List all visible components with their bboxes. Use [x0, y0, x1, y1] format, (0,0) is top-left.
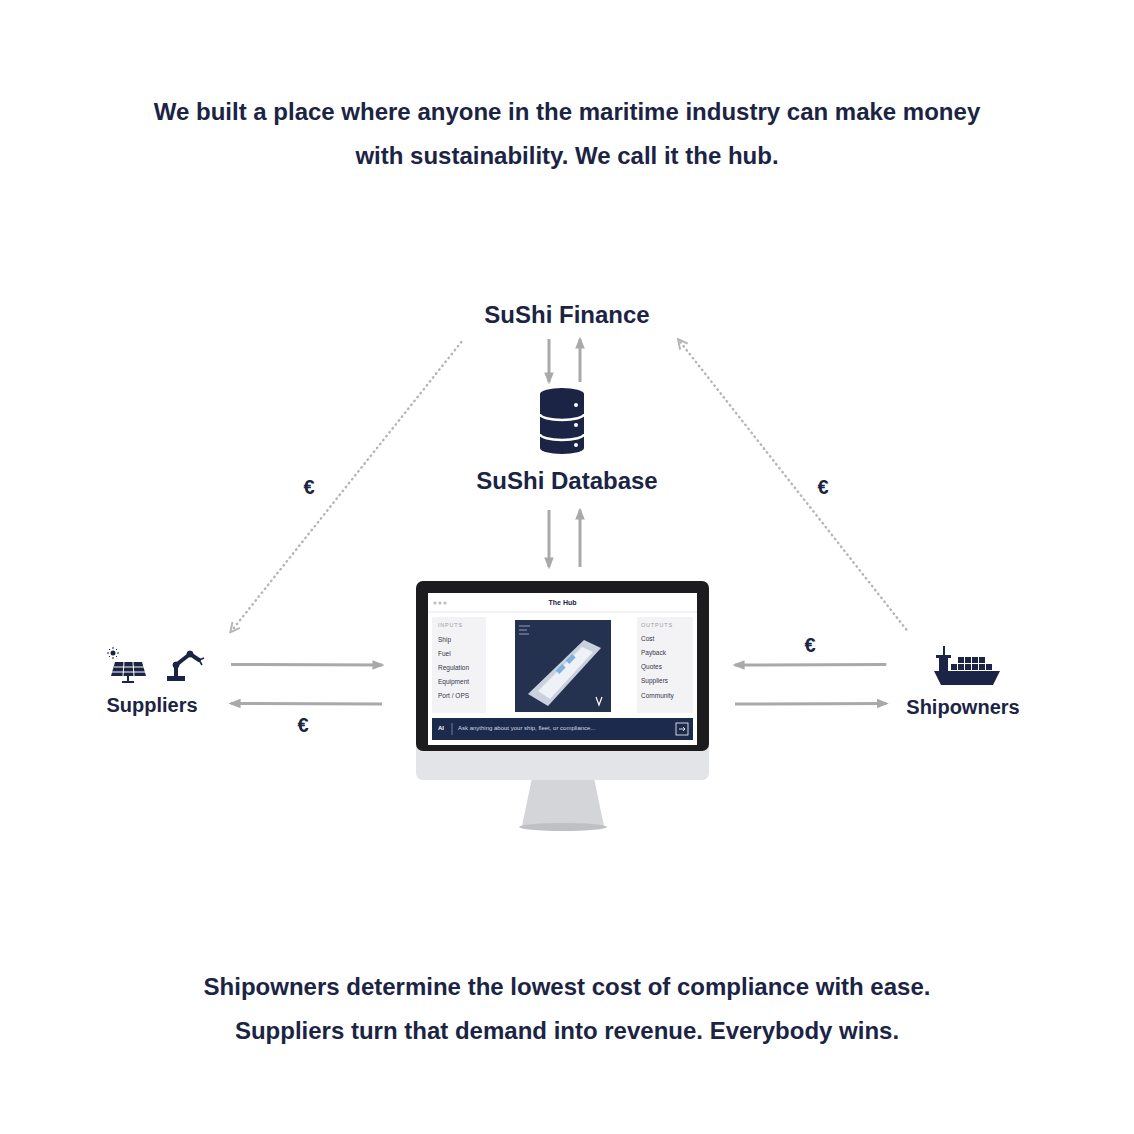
- container: [979, 657, 985, 663]
- ship-view: [515, 620, 611, 712]
- monitor-screen: [428, 593, 697, 745]
- db-dot: [574, 443, 578, 447]
- container: [958, 664, 964, 670]
- db-segment: [540, 394, 584, 410]
- monitor-base: [519, 823, 607, 831]
- view-info: [519, 634, 529, 635]
- ship-hull: [528, 640, 601, 706]
- container: [979, 664, 985, 670]
- ship-bridge-wing: [936, 655, 951, 658]
- flow-arrow: [579, 510, 582, 567]
- panel-heading: OUTPUTS: [641, 622, 673, 629]
- solar-panel-icon: [107, 647, 146, 682]
- shipowners-node: Shipowners: [901, 647, 1024, 724]
- suppliers-node: Suppliers: [96, 648, 208, 722]
- arm-gripper: [199, 658, 204, 665]
- menu-item: Port / OPS: [438, 692, 469, 700]
- menu-item: Suppliers: [641, 677, 668, 685]
- ship-icon: [934, 646, 1000, 685]
- currency-label: €: [295, 714, 310, 736]
- title-bar-line: [428, 612, 697, 613]
- container: [972, 664, 978, 670]
- panel-grid: [112, 662, 145, 676]
- container: [965, 657, 971, 663]
- db-dot: [574, 423, 578, 427]
- prompt-placeholder: Ask anything about your ship, fleet, or …: [458, 725, 595, 732]
- container: [965, 664, 971, 670]
- ship-mast: [943, 646, 945, 655]
- ship-deck: [538, 647, 593, 699]
- robot-arm-icon: [167, 651, 204, 681]
- send-arrow: [679, 727, 685, 731]
- window-dot: [433, 601, 436, 604]
- container: [986, 664, 992, 670]
- monitor-stand: [522, 778, 604, 826]
- money-flow-line: [679, 340, 907, 630]
- ai-bar: [432, 718, 693, 740]
- node-label: SuShi Finance: [484, 300, 649, 330]
- menu-item: Fuel: [438, 650, 451, 658]
- database-icon: [540, 388, 584, 454]
- monitor-chin: [416, 581, 709, 780]
- node-label: Shipowners: [906, 695, 1019, 720]
- currency-label: €: [802, 634, 817, 656]
- send-button: [676, 723, 688, 735]
- monitor-bezel: [416, 581, 709, 751]
- ai-divider: [452, 723, 453, 735]
- view-info: [519, 630, 527, 631]
- monitor: [416, 581, 709, 831]
- flow-arrow: [231, 702, 382, 706]
- flow-arrow: [548, 510, 551, 567]
- arm-joint: [187, 651, 193, 657]
- flow-arrow: [579, 339, 582, 382]
- db-segment: [540, 394, 584, 414]
- menu-item: Payback: [641, 649, 666, 657]
- caption: Shipowners determine the lowest cost of …: [157, 965, 977, 1053]
- flow-arrow: [231, 663, 382, 667]
- db-dot: [574, 403, 578, 407]
- heading: We built a place where anyone in the mar…: [127, 90, 1007, 178]
- ship-hatch: [556, 664, 566, 674]
- node-label: Suppliers: [101, 693, 203, 718]
- outputs-panel: [637, 617, 693, 713]
- window-dot: [438, 601, 441, 604]
- panel: [111, 662, 146, 676]
- window-dot: [443, 601, 446, 604]
- arm-joint: [173, 662, 179, 668]
- ai-tag: AI: [438, 725, 444, 732]
- sun: [111, 651, 116, 656]
- sun-rays: [107, 647, 119, 659]
- menu-item: Equipment: [438, 678, 469, 686]
- flow-arrow: [548, 339, 551, 382]
- database-node: SuShi Database: [471, 386, 662, 500]
- panel-stand: [122, 676, 134, 682]
- currency-label: €: [301, 476, 316, 498]
- inputs-panel: [432, 617, 486, 713]
- currency-label: €: [815, 476, 830, 498]
- logo-mark: [596, 697, 602, 705]
- flow-arrow: [735, 663, 886, 667]
- flow-arrow: [735, 702, 886, 706]
- menu-item: Regulation: [438, 664, 469, 672]
- hub-monitor: The Hub: [416, 581, 709, 830]
- menu-item: Ship: [438, 636, 451, 644]
- container: [958, 657, 964, 663]
- menu-item: Quotes: [641, 663, 662, 671]
- view-info: [519, 626, 530, 627]
- ship-hatch: [566, 654, 576, 664]
- screen-title: The Hub: [428, 598, 697, 608]
- menu-item: Community: [641, 692, 674, 700]
- menu-item: Cost: [641, 635, 654, 643]
- ship-hull: [934, 671, 1000, 685]
- panel-heading: INPUTS: [438, 622, 463, 629]
- finance-node: SuShi Finance: [479, 296, 654, 334]
- money-flow-line: [231, 342, 461, 632]
- db-segment: [540, 442, 584, 454]
- container: [972, 657, 978, 663]
- node-label: SuShi Database: [476, 466, 657, 496]
- container: [951, 664, 957, 670]
